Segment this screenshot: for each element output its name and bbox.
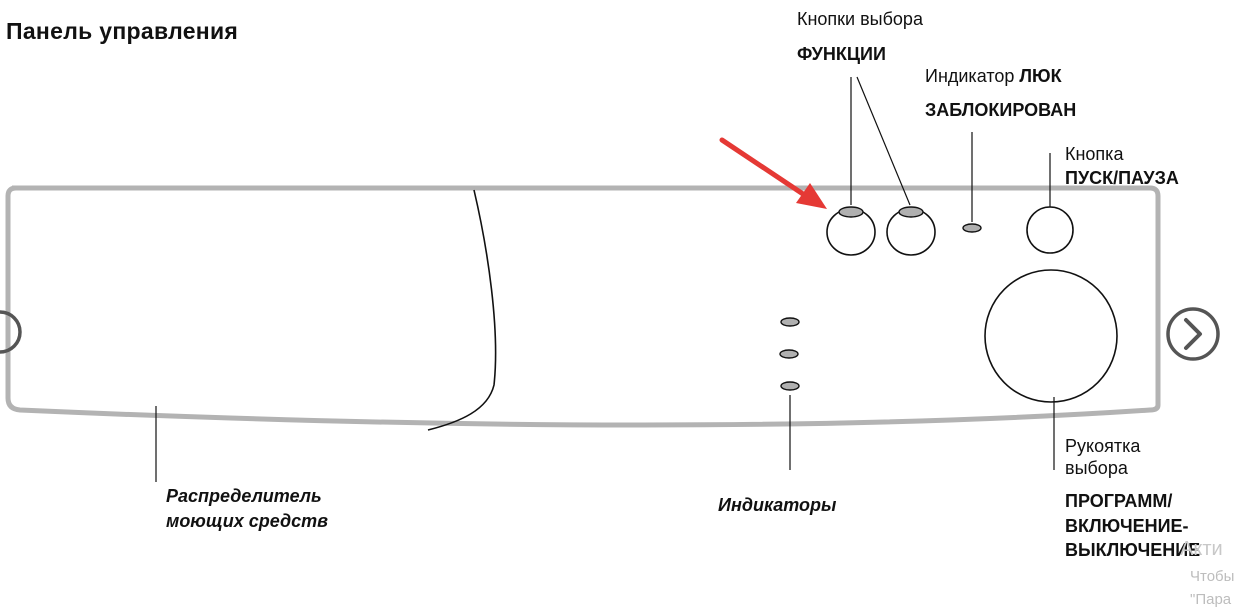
knob-label-line4: ВКЛЮЧЕНИЕ- — [1065, 516, 1189, 536]
chevron-left-icon — [0, 310, 22, 354]
detergent-label-line1: Распределитель — [166, 486, 322, 506]
door-lock-label-line1: Индикатор ЛЮК — [925, 65, 1062, 87]
door-lock-label-line2: ЗАБЛОКИРОВАН — [925, 100, 1077, 120]
carousel-prev-button[interactable] — [0, 310, 22, 354]
page-title: Панель управления — [6, 18, 239, 44]
watermark-line2: Чтобы — [1190, 568, 1235, 585]
start-pause-label-line2: ПУСК/ПАУЗА — [1065, 168, 1179, 188]
function-buttons-label-line2: ФУНКЦИИ — [797, 44, 886, 64]
detergent-drawer-edge — [427, 189, 497, 431]
chevron-right-icon — [1184, 318, 1202, 350]
carousel-next-button[interactable] — [1166, 307, 1220, 361]
indicator-light-1 — [780, 317, 800, 327]
door-lock-indicator — [962, 223, 982, 233]
watermark-line3: "Пара — [1190, 591, 1232, 608]
function-buttons-label-line1: Кнопки выбора — [797, 9, 923, 29]
knob-label-line1: Рукоятка — [1065, 436, 1141, 456]
highlight-arrow — [719, 137, 827, 209]
panel-outline — [5, 185, 1161, 428]
start-pause-button[interactable] — [1026, 206, 1074, 254]
start-pause-label-line1: Кнопка — [1065, 144, 1124, 164]
indicator-light-3 — [780, 381, 800, 391]
door-lock-label-plain: Индикатор — [925, 66, 1015, 86]
knob-label-line3: ПРОГРАММ/ — [1065, 491, 1173, 511]
indicator-light-2 — [779, 349, 799, 359]
knob-label-line5: ВЫКЛЮЧЕНИЕ — [1065, 540, 1201, 560]
leader-function-2 — [856, 76, 911, 206]
knob-label-line2: выбора — [1065, 458, 1128, 478]
function-button-2[interactable] — [886, 206, 936, 256]
function-button-1[interactable] — [826, 206, 876, 256]
indicators-label: Индикаторы — [718, 495, 837, 515]
program-selector-knob[interactable] — [984, 269, 1118, 403]
watermark-line1: Акти — [1180, 538, 1223, 560]
door-lock-label-bold: ЛЮК — [1019, 66, 1062, 86]
detergent-label-line2: моющих средств — [166, 511, 328, 531]
leader-lines — [155, 76, 1055, 482]
